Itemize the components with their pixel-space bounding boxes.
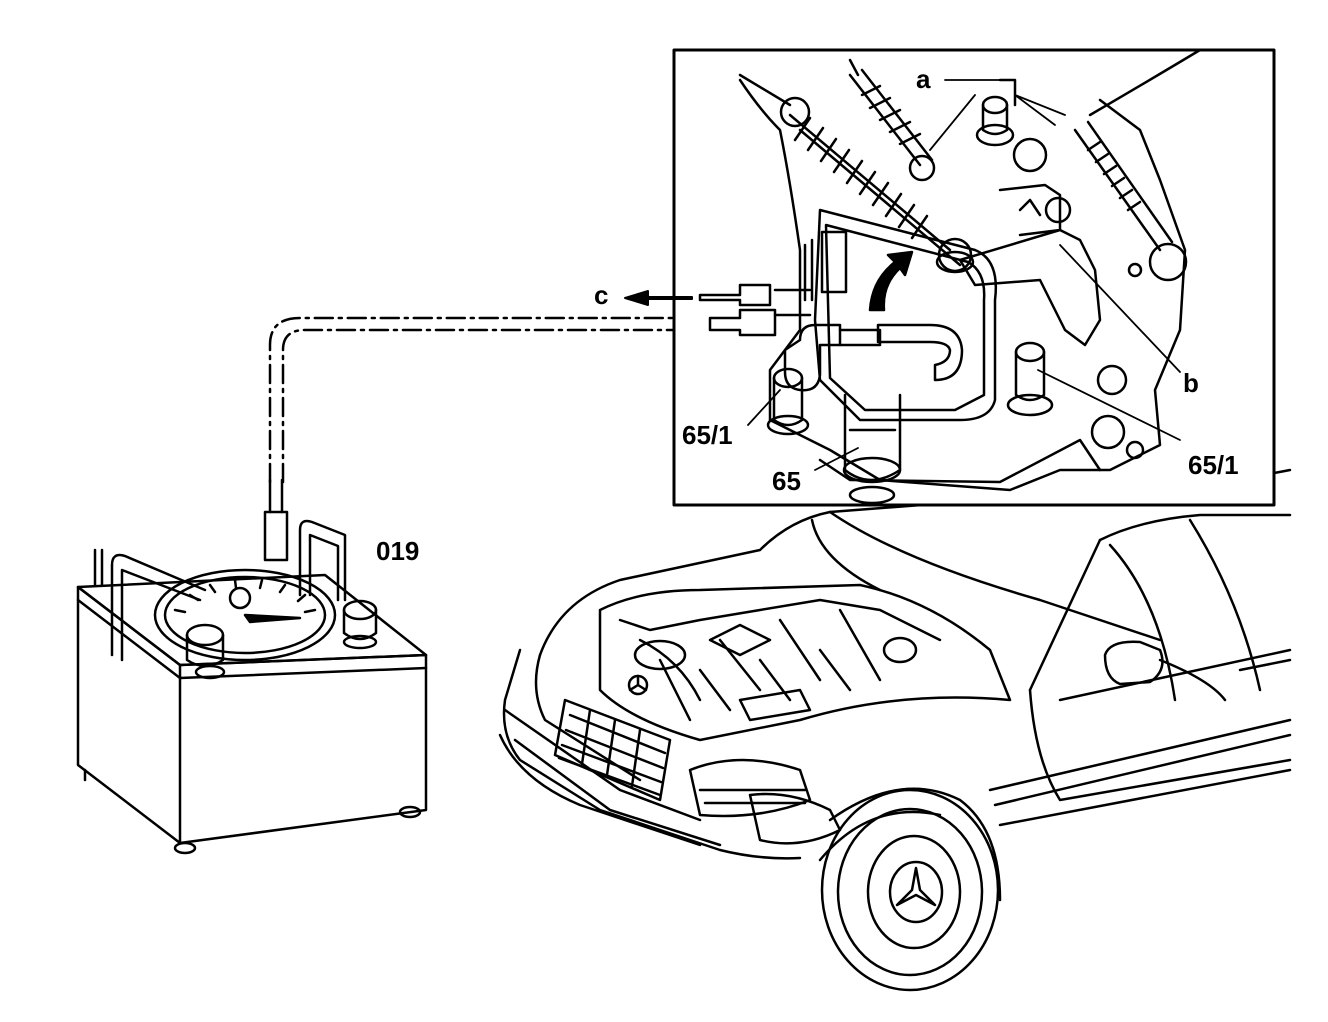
rotation-arrow: [868, 250, 914, 312]
label-019: 019: [376, 536, 419, 566]
label-65: 65: [772, 466, 801, 496]
inset-frame: [672, 48, 1276, 507]
tester-handle-right: [298, 519, 347, 602]
front-wheel: [820, 788, 1000, 992]
leader-65-1-right: [1037, 369, 1181, 441]
vacuum-tester-019: [76, 478, 428, 855]
wheel-star-emblem: [895, 866, 937, 907]
leader-a-left: [929, 94, 976, 151]
lever: [958, 228, 1102, 347]
elbow-hose-right: [876, 323, 964, 382]
right-spring: [1073, 48, 1202, 282]
leader-65: [814, 447, 859, 471]
label-a: a: [916, 64, 931, 94]
tester-knob-left: [185, 623, 226, 680]
hose-port-upper: [698, 283, 772, 307]
front-body: [502, 648, 802, 860]
car-illustration: [498, 468, 1292, 992]
valve-body: [813, 208, 998, 422]
tester-knob-right: [342, 599, 378, 650]
side-mirror: [1103, 640, 1164, 686]
vacuum-hose: [268, 316, 712, 484]
hose-port-lower: [708, 308, 777, 337]
direction-arrow-c: [624, 290, 693, 306]
detail-inset: [624, 48, 1276, 507]
label-65-1-right: 65/1: [1188, 450, 1239, 480]
part-65-cylinder: [842, 393, 902, 505]
gauge-dial: [153, 568, 337, 662]
door: [1058, 648, 1292, 702]
upper-spring: [738, 58, 936, 182]
label-b: b: [1183, 368, 1199, 398]
base-plate: [738, 78, 1187, 492]
mount-post-left: [766, 367, 810, 436]
label-65-1-left: 65/1: [682, 420, 733, 450]
leader-65-1-left: [747, 389, 781, 426]
leader-a: [944, 79, 1066, 126]
connector-block: [820, 230, 848, 294]
label-c: c: [594, 280, 608, 310]
engine-bay: [598, 583, 1012, 742]
tester-box-side: [178, 653, 428, 845]
tester-box-top: [76, 573, 428, 667]
elbow-hose: [783, 323, 842, 392]
top-posts: [975, 95, 1072, 237]
mount-post-right: [1006, 341, 1054, 417]
left-spring: [779, 96, 975, 274]
gauge-needle: [243, 613, 302, 624]
bumper: [498, 733, 702, 847]
bracket-a: [998, 78, 1017, 107]
leader-b: [1059, 244, 1181, 373]
headlight: [688, 758, 812, 818]
tester-handle-left: [110, 553, 207, 657]
hose-connector: [263, 510, 289, 562]
windscreen: [1098, 513, 1292, 542]
grille: [553, 698, 672, 802]
